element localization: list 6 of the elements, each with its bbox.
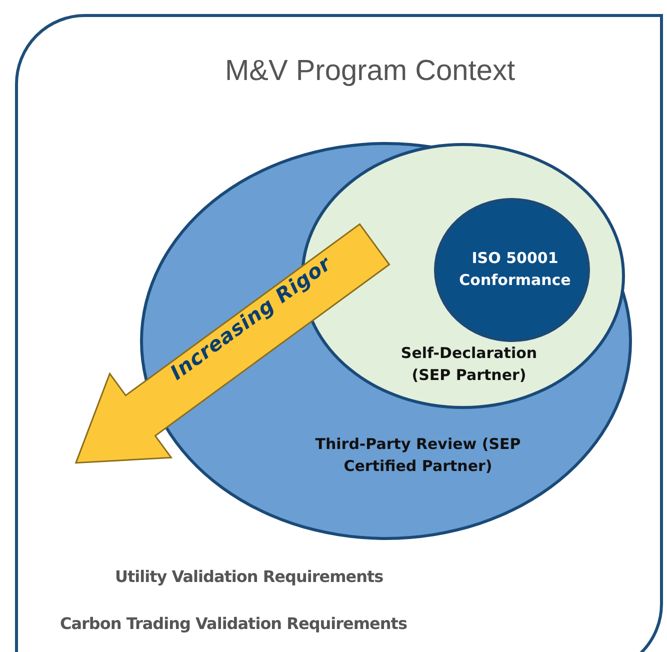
diagram-title: M&V Program Context bbox=[224, 55, 516, 88]
note-text: Carbon Trading Validation Requirements bbox=[60, 614, 407, 633]
note-text: Utility Validation Requirements bbox=[115, 567, 384, 586]
node-label: ISO 50001 Conformance bbox=[458, 248, 572, 291]
node-label: Third-Party Review (SEP Certified Partner) bbox=[314, 434, 522, 477]
node-label: Self-Declaration (SEP Partner) bbox=[400, 343, 538, 386]
